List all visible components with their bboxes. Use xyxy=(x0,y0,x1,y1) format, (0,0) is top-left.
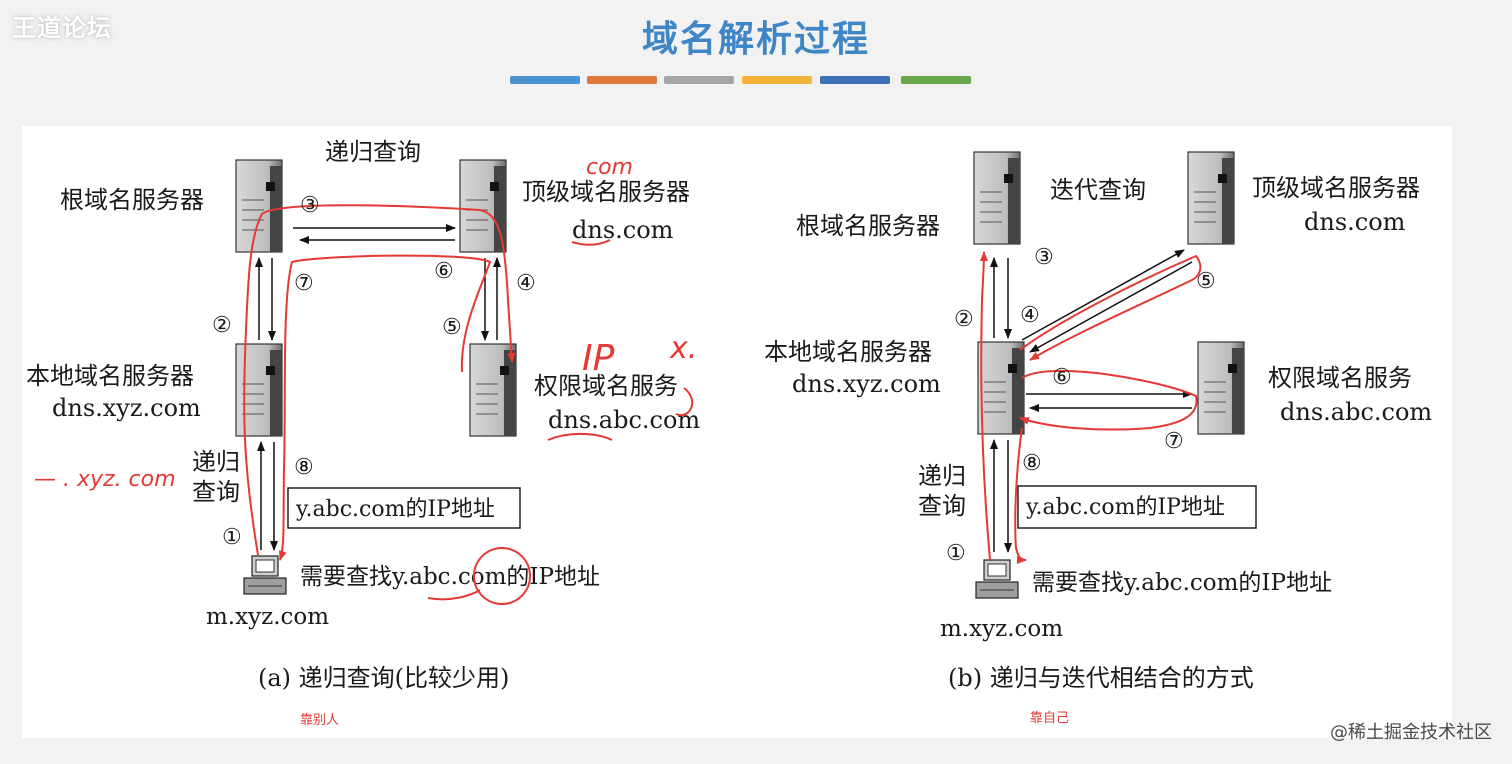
auth-server-icon xyxy=(469,343,517,437)
color-bar-4 xyxy=(742,76,812,84)
diagram-b-auth-label: 权限域名服务 xyxy=(1268,364,1412,392)
diagram-a-query-line1: 递归 xyxy=(192,448,240,476)
diagram-a-local-domain: dns.xyz.com xyxy=(52,394,201,422)
diagram-b: 迭代查询 根域名服务器 顶级域名服务器 dns.com 本地域名服务器 dns.… xyxy=(764,151,1432,726)
step-b-6: ⑥ xyxy=(1052,365,1072,390)
diagram-a-query-line2: 查询 xyxy=(192,478,240,506)
underline-dns-abc xyxy=(547,432,613,441)
diagram-a-auth-domain: dns.abc.com xyxy=(548,406,700,434)
watermark: @稀土掘金技术社区 xyxy=(1330,722,1492,743)
red-trace-b-down xyxy=(1014,427,1027,564)
circle-com xyxy=(473,547,531,605)
diagram-b-tld-label: 顶级域名服务器 xyxy=(1252,174,1420,202)
step-a-7: ⑦ xyxy=(294,271,314,296)
diagram-a-tld-domain: dns.com xyxy=(572,216,674,244)
diagram-a: 递归查询 根域名服务器 顶级域名服务器 dns.com 本地域名服务器 dns.… xyxy=(26,138,700,728)
diagram-b-answer-text: y.abc.com的IP地址 xyxy=(1025,495,1225,520)
red-trace-a xyxy=(243,204,516,556)
diagram-b-local-label: 本地域名服务器 xyxy=(764,338,932,366)
diagram-b-mode-label: 迭代查询 xyxy=(1050,176,1146,204)
color-bar-5 xyxy=(820,76,890,84)
diagram-a-local-label: 本地域名服务器 xyxy=(26,362,194,390)
step-a-4: ④ xyxy=(516,271,536,296)
red-return-a xyxy=(279,254,492,561)
step-a-1: ① xyxy=(222,525,242,550)
diagram-b-caption: (b) 递归与迭代相结合的方式 xyxy=(948,664,1254,692)
step-b-3: ③ xyxy=(1034,245,1054,270)
forum-brand: 王道论坛 xyxy=(12,14,112,42)
arrow-b-5 xyxy=(1029,261,1193,353)
diagram-b-local-domain: dns.xyz.com xyxy=(792,370,941,398)
client-computer-icon xyxy=(243,555,287,595)
note-b: 靠自己 xyxy=(1030,711,1069,726)
step-b-4: ④ xyxy=(1020,303,1040,328)
diagram-a-caption: (a) 递归查询(比较少用) xyxy=(258,664,509,692)
red-trace-b-auth xyxy=(1019,369,1198,431)
color-bar-3 xyxy=(664,76,734,84)
diagram-b-query-line2: 查询 xyxy=(918,492,966,520)
diagram-a-root-label: 根域名服务器 xyxy=(60,186,204,214)
diagram-b-client-host: m.xyz.com xyxy=(940,616,1063,642)
diagram-b-tld-domain: dns.com xyxy=(1304,208,1406,236)
step-a-8: ⑧ xyxy=(294,455,314,480)
red-trace-b-up xyxy=(979,251,991,561)
underline-dns-com xyxy=(571,239,611,246)
step-b-5: ⑤ xyxy=(1196,269,1216,294)
diagram-a-client-host: m.xyz.com xyxy=(206,604,329,630)
handwritten-xyz: — . xyz. com xyxy=(34,467,176,492)
color-bar-2 xyxy=(587,76,657,84)
handwritten-ip: IP xyxy=(582,338,615,379)
color-bar-6 xyxy=(901,76,971,84)
local-server-icon-b xyxy=(977,341,1025,435)
diagram-b-client-request: 需要查找y.abc.com的IP地址 xyxy=(1032,570,1332,596)
tld-server-icon-b xyxy=(1187,151,1235,245)
arrow-b-4 xyxy=(1021,249,1185,341)
handwritten-x: x. xyxy=(669,331,697,366)
step-a-3: ③ xyxy=(300,193,320,218)
client-computer-icon-b xyxy=(975,559,1019,599)
underline-abc xyxy=(427,589,481,601)
diagram-a-mode-label: 递归查询 xyxy=(325,138,421,166)
root-server-icon-b xyxy=(973,151,1021,245)
diagram-b-query-line1: 递归 xyxy=(918,462,966,490)
diagram-b-auth-domain: dns.abc.com xyxy=(1280,398,1432,426)
step-a-6: ⑥ xyxy=(434,259,454,284)
diagram-a-auth-label: 权限域名服务 xyxy=(534,372,678,400)
red-trace-b-tld xyxy=(1019,254,1202,361)
page-title: 域名解析过程 xyxy=(641,19,870,60)
color-bar-1 xyxy=(510,76,580,84)
diagram-a-answer-box xyxy=(287,487,521,529)
note-a: 靠别人 xyxy=(300,713,339,728)
diagram-a-client-request: 需要查找y.abc.com的IP地址 xyxy=(300,564,600,590)
diagram-a-tld-label: 顶级域名服务器 xyxy=(522,178,690,206)
step-b-8: ⑧ xyxy=(1022,451,1042,476)
handwritten-squiggle xyxy=(675,387,694,417)
step-a-5: ⑤ xyxy=(442,315,462,340)
root-server-icon xyxy=(235,159,283,253)
local-server-icon xyxy=(235,343,283,437)
diagram-b-answer-box xyxy=(1017,485,1257,529)
tld-server-icon xyxy=(459,159,507,253)
auth-server-icon-b xyxy=(1197,341,1245,435)
diagram-b-root-label: 根域名服务器 xyxy=(796,212,940,240)
step-b-2: ② xyxy=(954,307,974,332)
handwritten-com: com xyxy=(586,155,633,180)
diagram-a-answer-text: y.abc.com的IP地址 xyxy=(295,497,495,522)
step-b-1: ① xyxy=(946,541,966,566)
step-b-7: ⑦ xyxy=(1164,429,1184,454)
step-a-2: ② xyxy=(212,313,232,338)
